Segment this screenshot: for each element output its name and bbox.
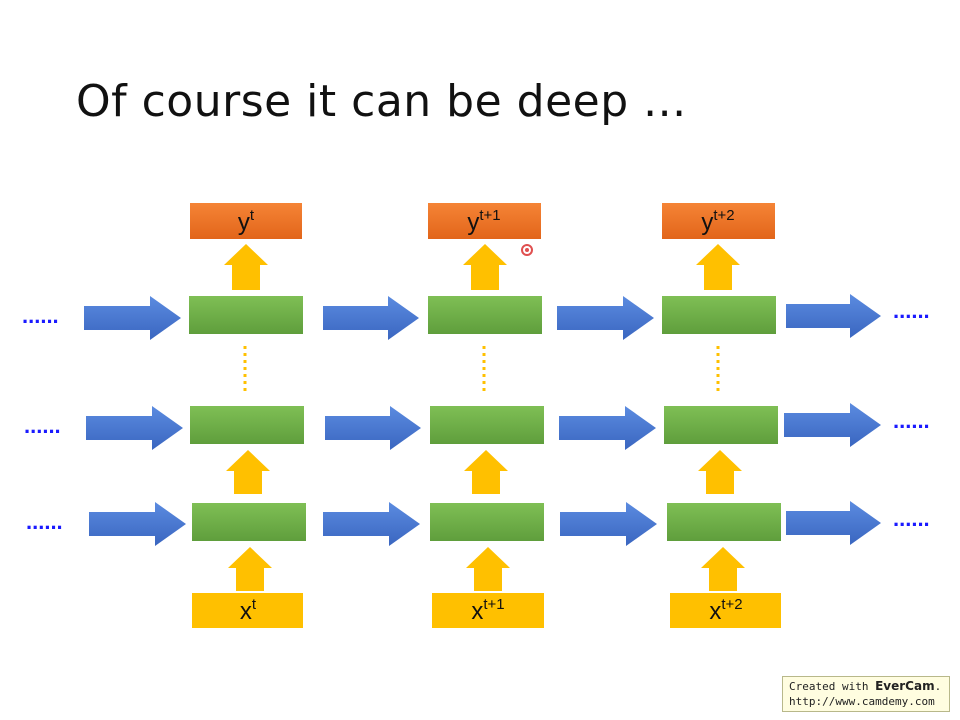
right-arrow-top-1 [323,296,419,340]
input-box-t1 [432,593,544,628]
hidden-box-t1-mid [430,406,544,444]
ellipsis-right-bot: ...... [893,506,930,531]
right-arrow-mid-1 [325,406,421,450]
ellipsis-right-top: ...... [893,298,930,323]
right-arrow-mid-2 [559,406,656,450]
right-arrow-top-0 [84,296,181,340]
output-label-t1: yt+1 [467,207,500,236]
slide-title: Of course it can be deep ... [76,76,687,127]
ellipsis-left-mid: ...... [24,413,61,438]
column-t2: yt+2 xt+2 [662,203,781,628]
output-box-t1 [428,203,541,239]
column-t: yt xt [189,203,306,628]
output-label-t2: yt+2 [701,207,734,236]
right-arrow-mid-0 [86,406,183,450]
evercam-watermark[interactable]: Created with EverCam. http://www.camdemy… [782,676,950,712]
hidden-box-t2-bottom [667,503,781,541]
up-arrow-input-t [228,547,272,591]
column-t1: yt+1 xt+1 [428,203,544,628]
right-arrow-mid-3 [784,403,881,447]
watermark-url[interactable]: http://www.camdemy.com [789,695,935,708]
input-box-t2 [670,593,781,628]
up-arrow-input-t2 [701,547,745,591]
hidden-box-t1-bottom [430,503,544,541]
cursor-indicator [521,244,533,256]
up-arrow-mid-t [226,450,270,494]
cursor-indicator-dot [525,248,529,252]
output-box-t2 [662,203,775,239]
watermark-line-1: Created with EverCam. [789,679,942,693]
hidden-box-t1-top [428,296,542,334]
right-arrow-bot-2 [560,502,657,546]
input-box-t [192,593,303,628]
up-arrow-output-t1 [463,244,507,290]
ellipsis-left-top: ...... [22,303,59,328]
output-box-t [190,203,302,239]
up-arrow-output-t [224,244,268,290]
hidden-box-t-bottom [192,503,306,541]
right-arrow-bot-0 [89,502,186,546]
right-arrow-bot-3 [786,501,881,545]
hidden-box-t2-mid [664,406,778,444]
output-label-t: yt [238,207,255,236]
input-label-t1: xt+1 [471,596,504,625]
watermark-brand: EverCam [875,679,935,693]
right-arrow-top-3 [786,294,881,338]
up-arrow-output-t2 [696,244,740,290]
right-arrow-bot-1 [323,502,420,546]
input-label-t2: xt+2 [709,596,742,625]
up-arrow-mid-t1 [464,450,508,494]
up-arrow-mid-t2 [698,450,742,494]
hidden-box-t2-top [662,296,776,334]
right-arrow-top-2 [557,296,654,340]
up-arrow-input-t1 [466,547,510,591]
hidden-box-t-mid [190,406,304,444]
hidden-box-t-top [189,296,303,334]
input-label-t: xt [240,596,257,625]
ellipsis-right-mid: ...... [893,408,930,433]
ellipsis-left-bot: ...... [26,509,63,534]
